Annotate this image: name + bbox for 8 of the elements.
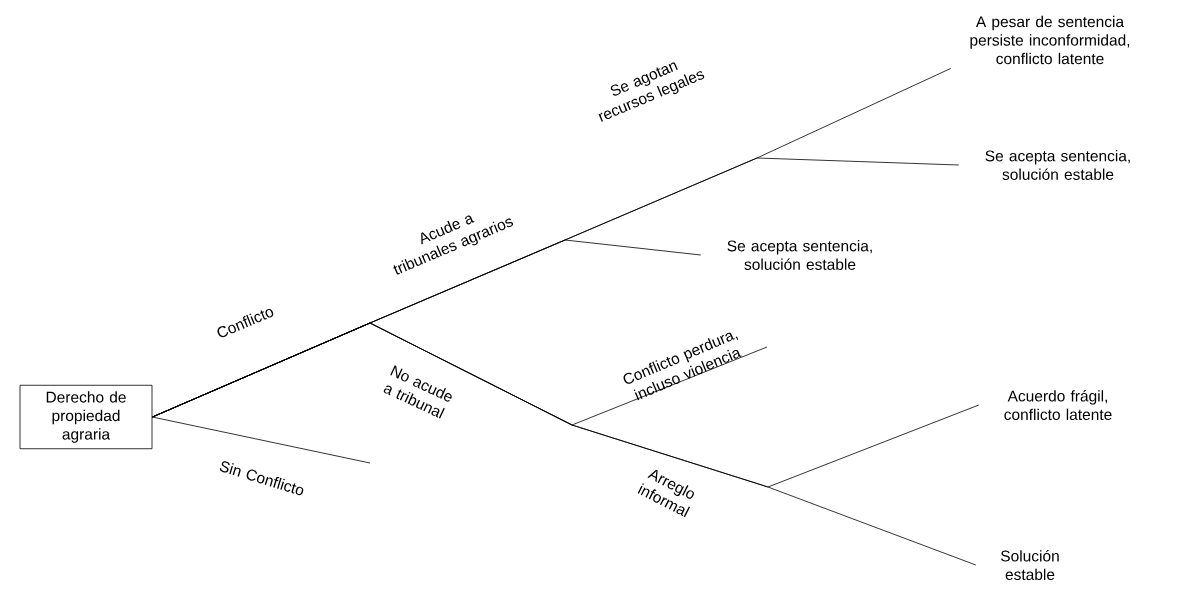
outcome-label: Solución estable xyxy=(1001,550,1059,581)
outcome-label: Se acepta sentencia, solución estable xyxy=(727,240,872,270)
outcome-label: Se acepta sentencia, solución estable xyxy=(985,150,1130,180)
outcome-label: A pesar de sentencia persiste inconformidad, conflicto latente xyxy=(970,15,1130,65)
branch-line xyxy=(152,416,371,464)
outcome-label: Acuerdo frágil, conflicto latente xyxy=(1004,390,1112,421)
branch-line xyxy=(152,322,977,566)
decision-box: Derecho de propiedad agraria xyxy=(19,384,153,450)
